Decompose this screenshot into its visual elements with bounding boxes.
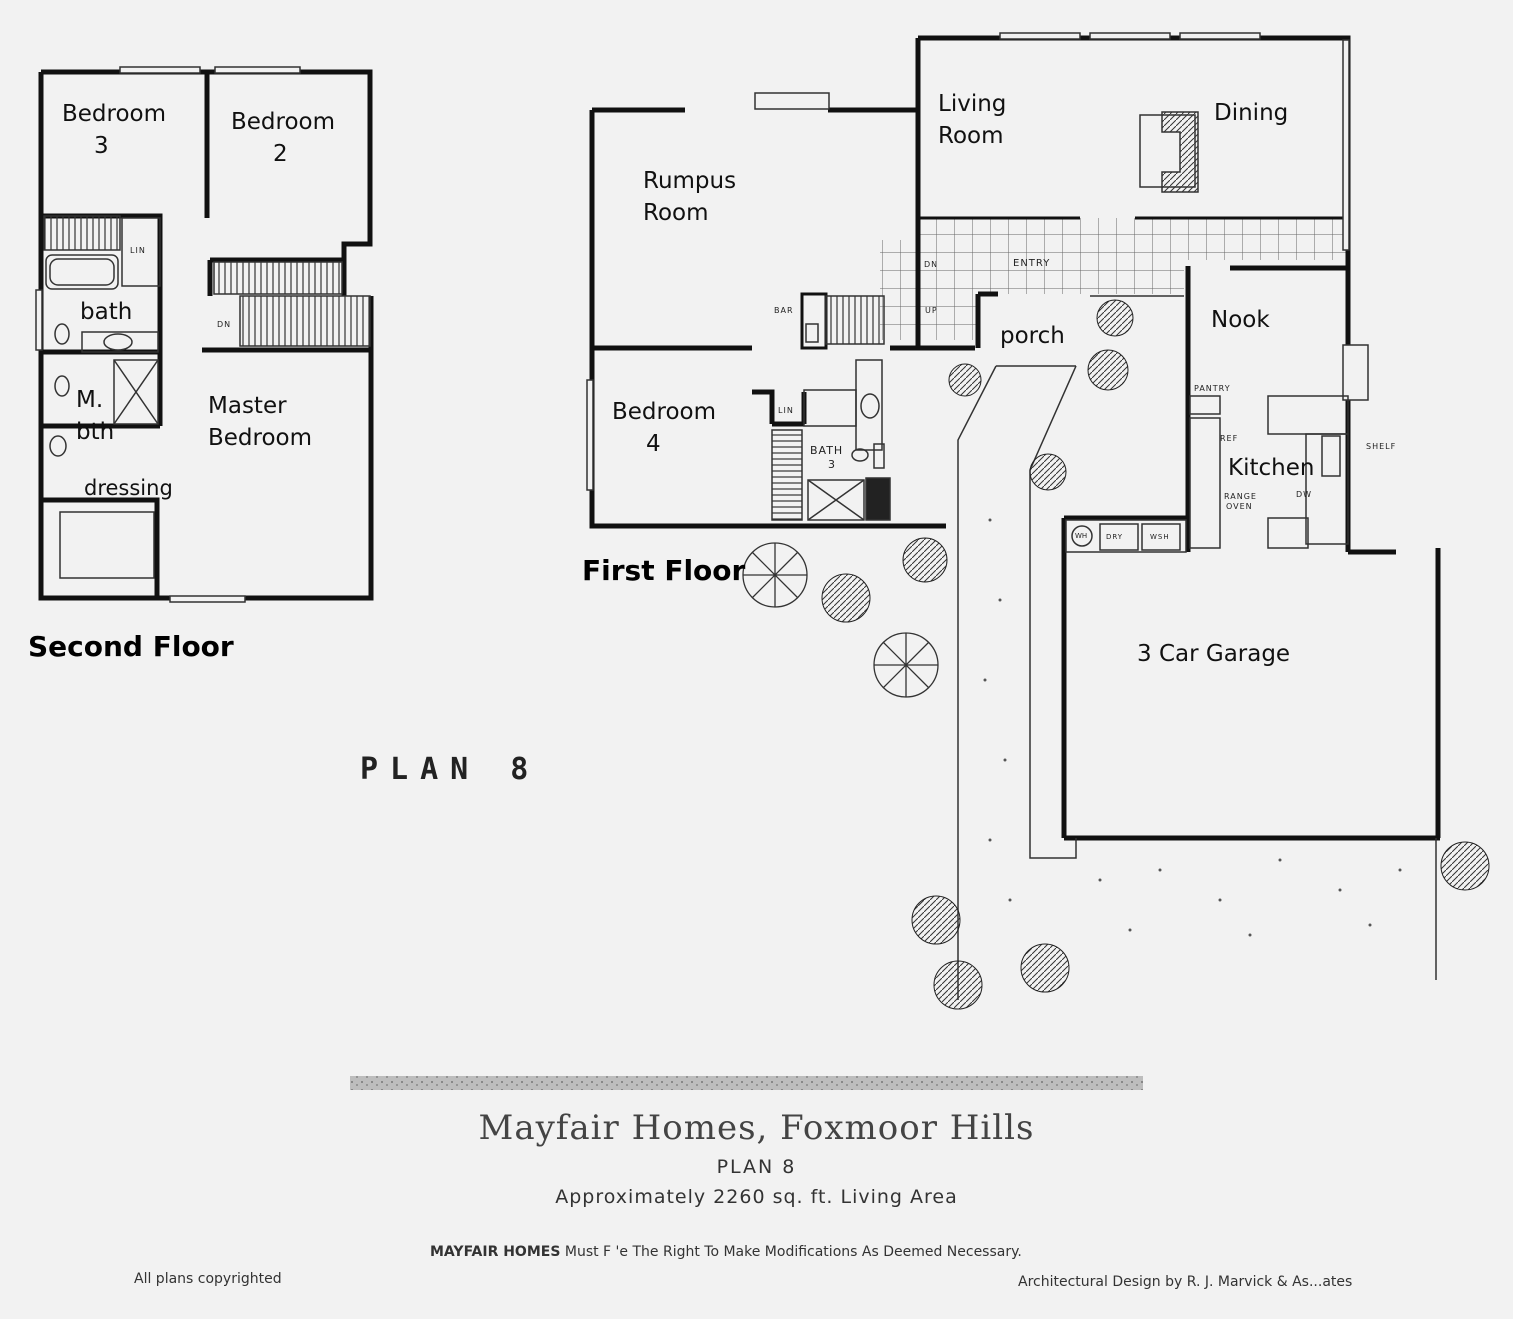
tag-pantry: PANTRY — [1194, 384, 1231, 393]
footer-architect: Architectural Design by R. J. Marvick & … — [1018, 1274, 1353, 1290]
label-master-bath: M. — [76, 387, 104, 413]
label-bedroom-3: Bedroom — [62, 101, 167, 127]
label-bedroom-4-number: 4 — [646, 431, 661, 457]
tag-entry: ENTRY — [1013, 258, 1051, 269]
label-bedroom-4: Bedroom — [612, 399, 717, 425]
label-master-bedroom: Master — [208, 393, 287, 419]
footer-notice: MAYFAIR HOMES Must F 'e The Right To Mak… — [430, 1244, 1022, 1260]
footer-rule — [350, 1076, 1143, 1090]
tag-dn-second: DN — [217, 320, 232, 329]
footer-notice-text: Must F 'e The Right To Make Modification… — [560, 1244, 1022, 1260]
tag-oven: OVEN — [1226, 502, 1253, 511]
label-nook: Nook — [1211, 307, 1270, 333]
tag-shelf: SHELF — [1366, 442, 1397, 451]
label-bedroom-2-number: 2 — [273, 141, 288, 167]
label-master-bath-2: bth — [76, 419, 115, 445]
label-bedroom-3-number: 3 — [94, 133, 109, 159]
label-dining: Dining — [1214, 100, 1289, 126]
driveway-dots — [983, 518, 1402, 937]
label-rumpus-room: Rumpus — [643, 168, 737, 194]
tag-bath-3-number: 3 — [828, 458, 836, 471]
label-living-room-2: Room — [938, 123, 1004, 149]
tag-wh: WH — [1075, 532, 1088, 540]
footer-notice-brand: MAYFAIR HOMES — [430, 1244, 561, 1260]
first-floor-walls — [589, 35, 1441, 841]
first-floor-title: First Floor — [582, 554, 746, 587]
tag-dn-first: DN — [924, 260, 939, 269]
footer-copyright: All plans copyrighted — [134, 1271, 282, 1287]
label-master-bedroom-2: Bedroom — [208, 425, 313, 451]
label-bath: bath — [80, 299, 133, 325]
label-living-room: Living — [938, 91, 1007, 117]
footer-area: Approximately 2260 sq. ft. Living Area — [555, 1186, 958, 1208]
tag-dry: DRY — [1106, 533, 1124, 541]
landscape-shrubs — [821, 299, 1490, 1010]
second-floor-fixtures — [35, 66, 371, 603]
label-garage: 3 Car Garage — [1137, 641, 1291, 667]
tag-lin-second: LIN — [130, 246, 146, 255]
footer-plan: PLAN 8 — [716, 1156, 797, 1178]
tag-wsh: WSH — [1150, 533, 1170, 541]
label-rumpus-room-2: Room — [643, 200, 709, 226]
tag-up: UP — [925, 306, 938, 315]
label-kitchen: Kitchen — [1228, 455, 1315, 481]
label-bedroom-2: Bedroom — [231, 109, 336, 135]
tag-ref: REF — [1220, 434, 1239, 443]
plan-label: PLAN 8 — [360, 752, 541, 787]
tag-range: RANGE — [1224, 492, 1257, 501]
first-floor-fixtures — [586, 32, 1437, 1000]
tag-bath-3: BATH — [810, 444, 844, 457]
label-dressing: dressing — [84, 476, 173, 500]
tag-dw: DW — [1296, 490, 1313, 499]
footer-title: Mayfair Homes, Foxmoor Hills — [478, 1108, 1035, 1148]
tag-bar: BAR — [774, 306, 794, 315]
second-floor-title: Second Floor — [28, 630, 234, 663]
tag-lin-first: LIN — [778, 406, 794, 415]
landscape-trees — [742, 542, 939, 698]
label-porch: porch — [1000, 323, 1065, 349]
entry-tile-floor — [880, 218, 1348, 340]
